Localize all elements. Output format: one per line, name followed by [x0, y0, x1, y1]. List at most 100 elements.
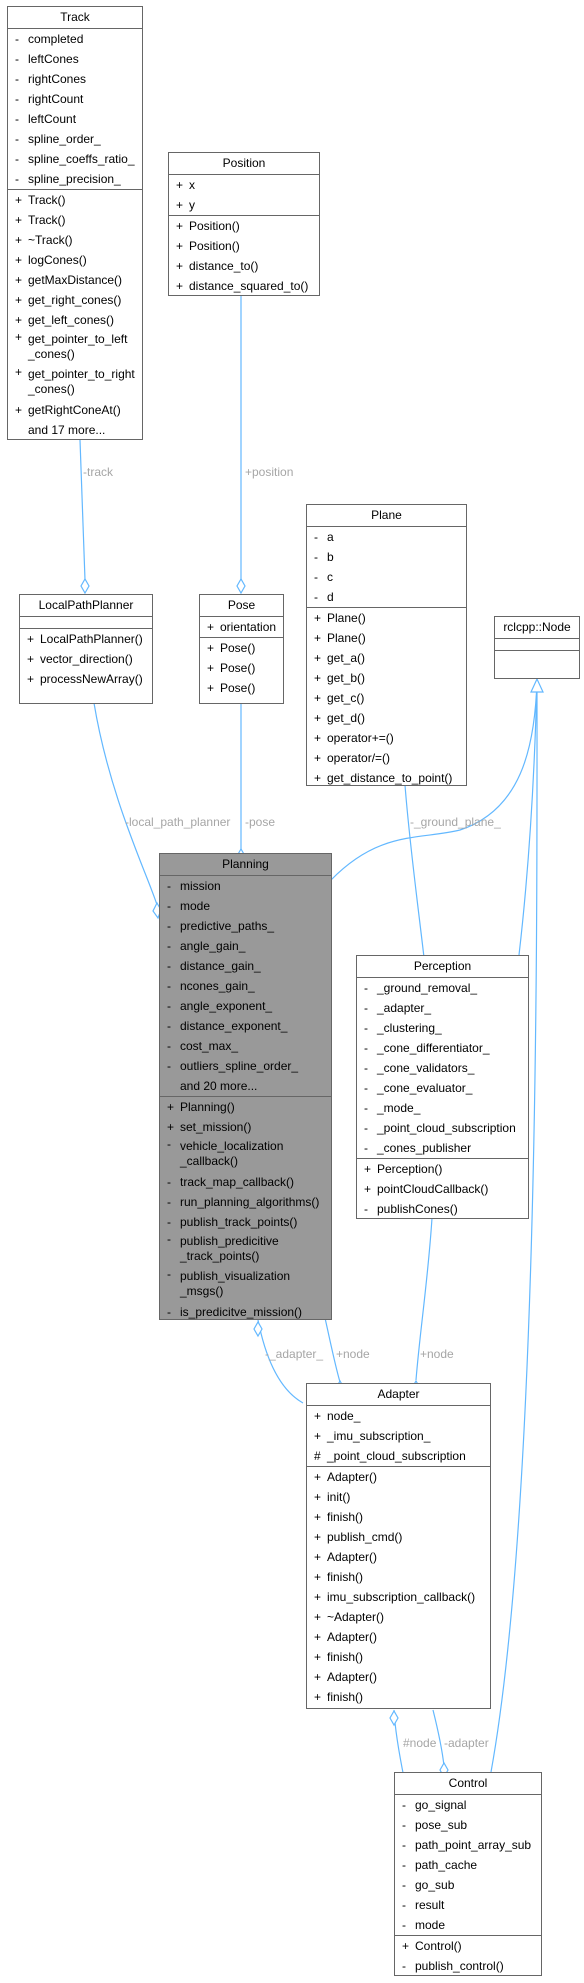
attribute-row[interactable]: -distance_gain_	[160, 956, 331, 976]
attribute-row[interactable]: -leftCount	[8, 109, 142, 129]
attribute-row[interactable]: -spline_coeffs_ratio_	[8, 149, 142, 169]
attribute-row[interactable]: +node_	[307, 1406, 490, 1426]
attribute-row[interactable]: -rightCones	[8, 69, 142, 89]
method-row[interactable]: +get_pointer_to_right _cones()	[8, 365, 142, 400]
attribute-row[interactable]: -_adapter_	[357, 998, 528, 1018]
attribute-row[interactable]: +x	[169, 175, 319, 195]
attribute-row[interactable]: -spline_precision_	[8, 169, 142, 189]
method-row[interactable]: +Pose()	[200, 658, 283, 678]
method-row[interactable]: +Adapter()	[307, 1547, 490, 1567]
method-row[interactable]: +operator/=()	[307, 748, 466, 768]
attribute-row[interactable]: -angle_exponent_	[160, 996, 331, 1016]
method-row[interactable]: +Adapter()	[307, 1667, 490, 1687]
method-row[interactable]: +finish()	[307, 1647, 490, 1667]
attribute-row[interactable]: -_cone_differentiator_	[357, 1038, 528, 1058]
class-local-path-planner[interactable]: LocalPathPlanner+LocalPathPlanner()+vect…	[19, 594, 153, 704]
class-perception[interactable]: Perception-_ground_removal_-_adapter_-_c…	[356, 955, 529, 1219]
method-row[interactable]: +finish()	[307, 1567, 490, 1587]
attribute-row[interactable]: -predictive_paths_	[160, 916, 331, 936]
method-row[interactable]: -run_planning_algorithms()	[160, 1192, 331, 1212]
method-row[interactable]: +Control()	[395, 1936, 541, 1956]
method-row[interactable]: -is_predicitve_mission()	[160, 1302, 331, 1322]
attribute-row[interactable]: -c	[307, 567, 466, 587]
attribute-row[interactable]: -mode	[395, 1915, 541, 1935]
attribute-row[interactable]: -angle_gain_	[160, 936, 331, 956]
class-planning[interactable]: Planning-mission-mode-predictive_paths_-…	[159, 853, 332, 1320]
attribute-row[interactable]: -_cone_validators_	[357, 1058, 528, 1078]
attribute-row[interactable]: -result	[395, 1895, 541, 1915]
attribute-row[interactable]: -path_cache	[395, 1855, 541, 1875]
attribute-row[interactable]: -_clustering_	[357, 1018, 528, 1038]
attribute-row[interactable]: -_cone_evaluator_	[357, 1078, 528, 1098]
attribute-row[interactable]: -mission	[160, 876, 331, 896]
class-plane[interactable]: Plane-a-b-c-d+Plane()+Plane()+get_a()+ge…	[306, 504, 467, 786]
method-row[interactable]: +distance_to()	[169, 256, 319, 276]
method-row[interactable]: +processNewArray()	[20, 669, 152, 689]
attribute-row[interactable]: -completed	[8, 29, 142, 49]
method-row[interactable]: +~Track()	[8, 230, 142, 250]
attribute-row[interactable]: -outliers_spline_order_	[160, 1056, 331, 1076]
method-row[interactable]: +get_d()	[307, 708, 466, 728]
method-row[interactable]: +get_distance_to_point()	[307, 768, 466, 788]
method-row[interactable]: +vector_direction()	[20, 649, 152, 669]
method-row[interactable]: +get_a()	[307, 648, 466, 668]
attribute-row[interactable]: -d	[307, 587, 466, 607]
method-row[interactable]: +set_mission()	[160, 1117, 331, 1137]
method-row[interactable]: +Adapter()	[307, 1627, 490, 1647]
method-row[interactable]: -track_map_callback()	[160, 1172, 331, 1192]
method-row[interactable]: +Perception()	[357, 1159, 528, 1179]
method-row[interactable]: -vehicle_localization _callback()	[160, 1137, 331, 1172]
attribute-row[interactable]: -cost_max_	[160, 1036, 331, 1056]
method-row[interactable]: +logCones()	[8, 250, 142, 270]
method-row[interactable]: +get_b()	[307, 668, 466, 688]
method-row[interactable]: +Pose()	[200, 678, 283, 698]
attribute-row[interactable]: -pose_sub	[395, 1815, 541, 1835]
method-row[interactable]: +Plane()	[307, 608, 466, 628]
method-row[interactable]: +getMaxDistance()	[8, 270, 142, 290]
class-track[interactable]: Track-completed-leftCones-rightCones-rig…	[7, 6, 143, 440]
method-row[interactable]: +get_left_cones()	[8, 310, 142, 330]
attribute-row[interactable]: -mode	[160, 896, 331, 916]
attribute-row[interactable]: +y	[169, 195, 319, 215]
attribute-row[interactable]: +_imu_subscription_	[307, 1426, 490, 1446]
attribute-row[interactable]: -go_signal	[395, 1795, 541, 1815]
attribute-row[interactable]: +orientation	[200, 617, 283, 637]
method-row[interactable]: +get_c()	[307, 688, 466, 708]
method-row[interactable]: +Position()	[169, 236, 319, 256]
attribute-row[interactable]: -_cones_publisher	[357, 1138, 528, 1158]
method-row[interactable]: +Planning()	[160, 1097, 331, 1117]
class-position[interactable]: Position+x+y+Position()+Position()+dista…	[168, 152, 320, 296]
attribute-row[interactable]: -_point_cloud_subscription	[357, 1118, 528, 1138]
method-row[interactable]: +publish_cmd()	[307, 1527, 490, 1547]
class-rclcpp-node[interactable]: rclcpp::Node	[494, 616, 580, 679]
method-row[interactable]: +Track()	[8, 190, 142, 210]
method-row[interactable]: +distance_squared_to()	[169, 276, 319, 296]
attribute-row[interactable]: -leftCones	[8, 49, 142, 69]
method-row[interactable]: +init()	[307, 1487, 490, 1507]
method-row[interactable]: +finish()	[307, 1507, 490, 1527]
method-row[interactable]: -publish_control()	[395, 1956, 541, 1976]
class-pose[interactable]: Pose+orientation+Pose()+Pose()+Pose()	[199, 594, 284, 704]
attribute-row[interactable]: -_ground_removal_	[357, 978, 528, 998]
attribute-row[interactable]: -a	[307, 527, 466, 547]
attribute-row[interactable]: #_point_cloud_subscription	[307, 1446, 490, 1466]
method-row[interactable]: +Track()	[8, 210, 142, 230]
method-row[interactable]: +Plane()	[307, 628, 466, 648]
method-row[interactable]: and 17 more...	[8, 420, 142, 440]
method-row[interactable]: +getRightConeAt()	[8, 400, 142, 420]
attribute-row[interactable]: -ncones_gain_	[160, 976, 331, 996]
method-row[interactable]: +Adapter()	[307, 1467, 490, 1487]
attribute-row[interactable]: and 20 more...	[160, 1076, 331, 1096]
attribute-row[interactable]: -distance_exponent_	[160, 1016, 331, 1036]
method-row[interactable]: -publishCones()	[357, 1199, 528, 1219]
method-row[interactable]: +pointCloudCallback()	[357, 1179, 528, 1199]
method-row[interactable]: -publish_predicitive _track_points()	[160, 1232, 331, 1267]
attribute-row[interactable]: -b	[307, 547, 466, 567]
method-row[interactable]: +finish()	[307, 1687, 490, 1707]
method-row[interactable]: +LocalPathPlanner()	[20, 629, 152, 649]
method-row[interactable]: +imu_subscription_callback()	[307, 1587, 490, 1607]
attribute-row[interactable]: -path_point_array_sub	[395, 1835, 541, 1855]
method-row[interactable]: +get_pointer_to_left _cones()	[8, 330, 142, 365]
attribute-row[interactable]: -rightCount	[8, 89, 142, 109]
attribute-row[interactable]: -go_sub	[395, 1875, 541, 1895]
